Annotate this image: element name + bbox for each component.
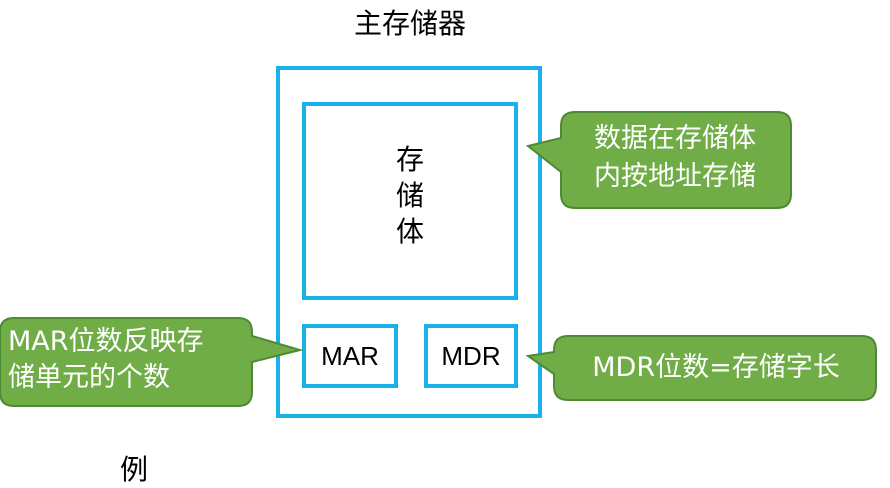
main-memory-box bbox=[276, 66, 542, 418]
bottom-partial-text: 例 bbox=[120, 453, 149, 486]
storage-body-label: 存 储 体 bbox=[395, 143, 424, 248]
mar-register-box: MAR bbox=[302, 324, 398, 388]
callout-mdr-text: MDR位数=存储字长 bbox=[592, 352, 840, 383]
mar-label: MAR bbox=[321, 340, 379, 371]
mdr-label: MDR bbox=[441, 340, 501, 371]
storage-body-box bbox=[302, 102, 518, 300]
callout-mar-text: MAR位数反映存 储单元的个数 bbox=[8, 326, 204, 393]
diagram-title: 主存储器 bbox=[353, 7, 466, 40]
mdr-register-box: MDR bbox=[424, 324, 518, 388]
callout-mar-shape bbox=[0, 317, 304, 407]
callout-storage-text: 数据在存储体 内按地址存储 bbox=[594, 123, 756, 192]
callout-shapes bbox=[0, 111, 877, 407]
callout-storage-shape bbox=[525, 111, 792, 209]
callout-mdr-shape bbox=[525, 335, 877, 401]
